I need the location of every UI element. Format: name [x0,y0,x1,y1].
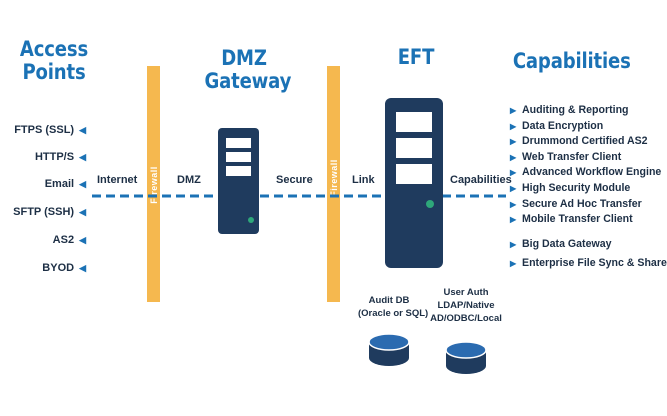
access-point-label: SFTP (SSH) [13,206,75,218]
capability-label: Big Data Gateway [522,237,612,250]
user-auth-label-line: LDAP/Native [437,300,495,311]
flow-label-dmz: DMZ [177,174,201,186]
right-triangle-icon: ▶ [510,183,517,193]
access-point-item: BYOD ◀ [42,262,86,274]
right-triangle-icon: ▶ [510,121,517,131]
left-triangle-icon: ◀ [79,207,86,217]
right-triangle-icon: ▶ [510,137,517,147]
access-point-label: FTPS (SSL) [14,124,75,136]
access-point-item: SFTP (SSH) ◀ [13,206,86,218]
right-triangle-icon: ▶ [510,168,517,178]
access-point-label: Email [44,178,75,190]
right-triangle-icon: ▶ [510,152,517,162]
capability-item: ▶ High Security Module [510,181,667,197]
server-icon [218,128,259,234]
capability-label: High Security Module [522,181,631,194]
architecture-diagram: Access Points DMZ Gateway EFT Capabiliti… [13,38,667,374]
capability-label: Mobile Transfer Client [522,213,633,226]
access-point-item: HTTP/S ◀ [35,151,86,163]
database-icon [368,333,410,366]
user-auth-label-line: AD/ODBC/Local [430,313,502,324]
heading-capabilities: Capabilities [512,49,631,73]
capability-label: Advanced Workflow Engine [522,166,662,179]
heading-access-points-line-2: Points [22,60,86,84]
access-point-item: Email ◀ [45,178,86,190]
heading-dmz-gateway-line-1: DMZ [221,46,267,70]
capability-label: Enterprise File Sync & Share [522,257,667,270]
capability-item: ▶ Data Encryption [510,119,667,135]
right-triangle-icon: ▶ [510,106,517,115]
left-triangle-icon: ◀ [79,235,86,245]
audit-db-label: Audit DB (Oracle or SQL) [358,294,429,320]
capability-label: Drummond Certified AS2 [522,135,648,148]
server-icon [385,98,443,268]
firewall-bar-left [147,66,160,302]
user-auth-label-line: User Auth [443,287,489,298]
access-point-label: HTTP/S [34,151,75,163]
heading-dmz-gateway-line-2: Gateway [204,69,292,93]
capability-item: ▶ Enterprise File Sync & Share [510,256,667,272]
right-triangle-icon: ▶ [510,259,517,269]
left-triangle-icon: ◀ [79,152,86,162]
heading-access-points-line-1: Access [19,37,89,61]
access-point-label: AS2 [52,234,75,246]
firewall-bar-right [327,66,340,302]
right-triangle-icon: ▶ [510,239,517,249]
capability-label: Auditing & Reporting [522,104,629,116]
left-triangle-icon: ◀ [79,179,86,189]
heading-eft: EFT [382,46,451,69]
access-point-label: BYOD [42,262,75,274]
access-point-item: AS2 ◀ [53,234,86,246]
right-triangle-icon: ▶ [510,215,517,225]
capability-item: ▶ Web Transfer Client [510,150,667,166]
flow-label-capabilities: Capabilities [450,174,512,186]
capability-item: ▶ Drummond Certified AS2 [510,134,667,150]
user-auth-label: User Auth LDAP/Native AD/ODBC/Local [430,286,502,325]
capability-label: Web Transfer Client [522,150,622,163]
heading-dmz-gateway: DMZ Gateway [204,46,292,93]
capability-item: ▶ Auditing & Reporting [510,103,667,119]
firewall-label-right: Firewall [329,159,339,197]
right-triangle-icon: ▶ [510,199,517,209]
flow-label-link: Link [352,174,375,186]
flow-label-internet: Internet [97,174,138,186]
capability-label: Data Encryption [522,119,604,132]
heading-eft-text: EFT [397,45,435,69]
capability-item: ▶ Big Data Gateway [510,237,667,253]
audit-db-label-line: Audit DB [368,295,410,306]
heading-capabilities-text: Capabilities [512,49,631,73]
audit-db-label-line: (Oracle or SQL) [358,308,429,319]
capability-item: ▶ Mobile Transfer Client [510,212,667,228]
capabilities-list: ▶ Auditing & Reporting ▶ Data Encryption ▶… [510,103,667,272]
capability-item: ▶ Advanced Workflow Engine [510,165,667,181]
flow-label-secure: Secure [276,174,313,186]
access-point-item: FTPS (SSL) ◀ [14,124,86,136]
capability-label: Secure Ad Hoc Transfer [522,197,642,210]
capability-item: ▶ Secure Ad Hoc Transfer [510,197,667,213]
database-icon [445,341,487,374]
left-triangle-icon: ◀ [79,125,86,135]
heading-access-points: Access Points [14,38,93,84]
firewall-label-left: Firewall [149,166,159,204]
left-triangle-icon: ◀ [79,263,86,273]
